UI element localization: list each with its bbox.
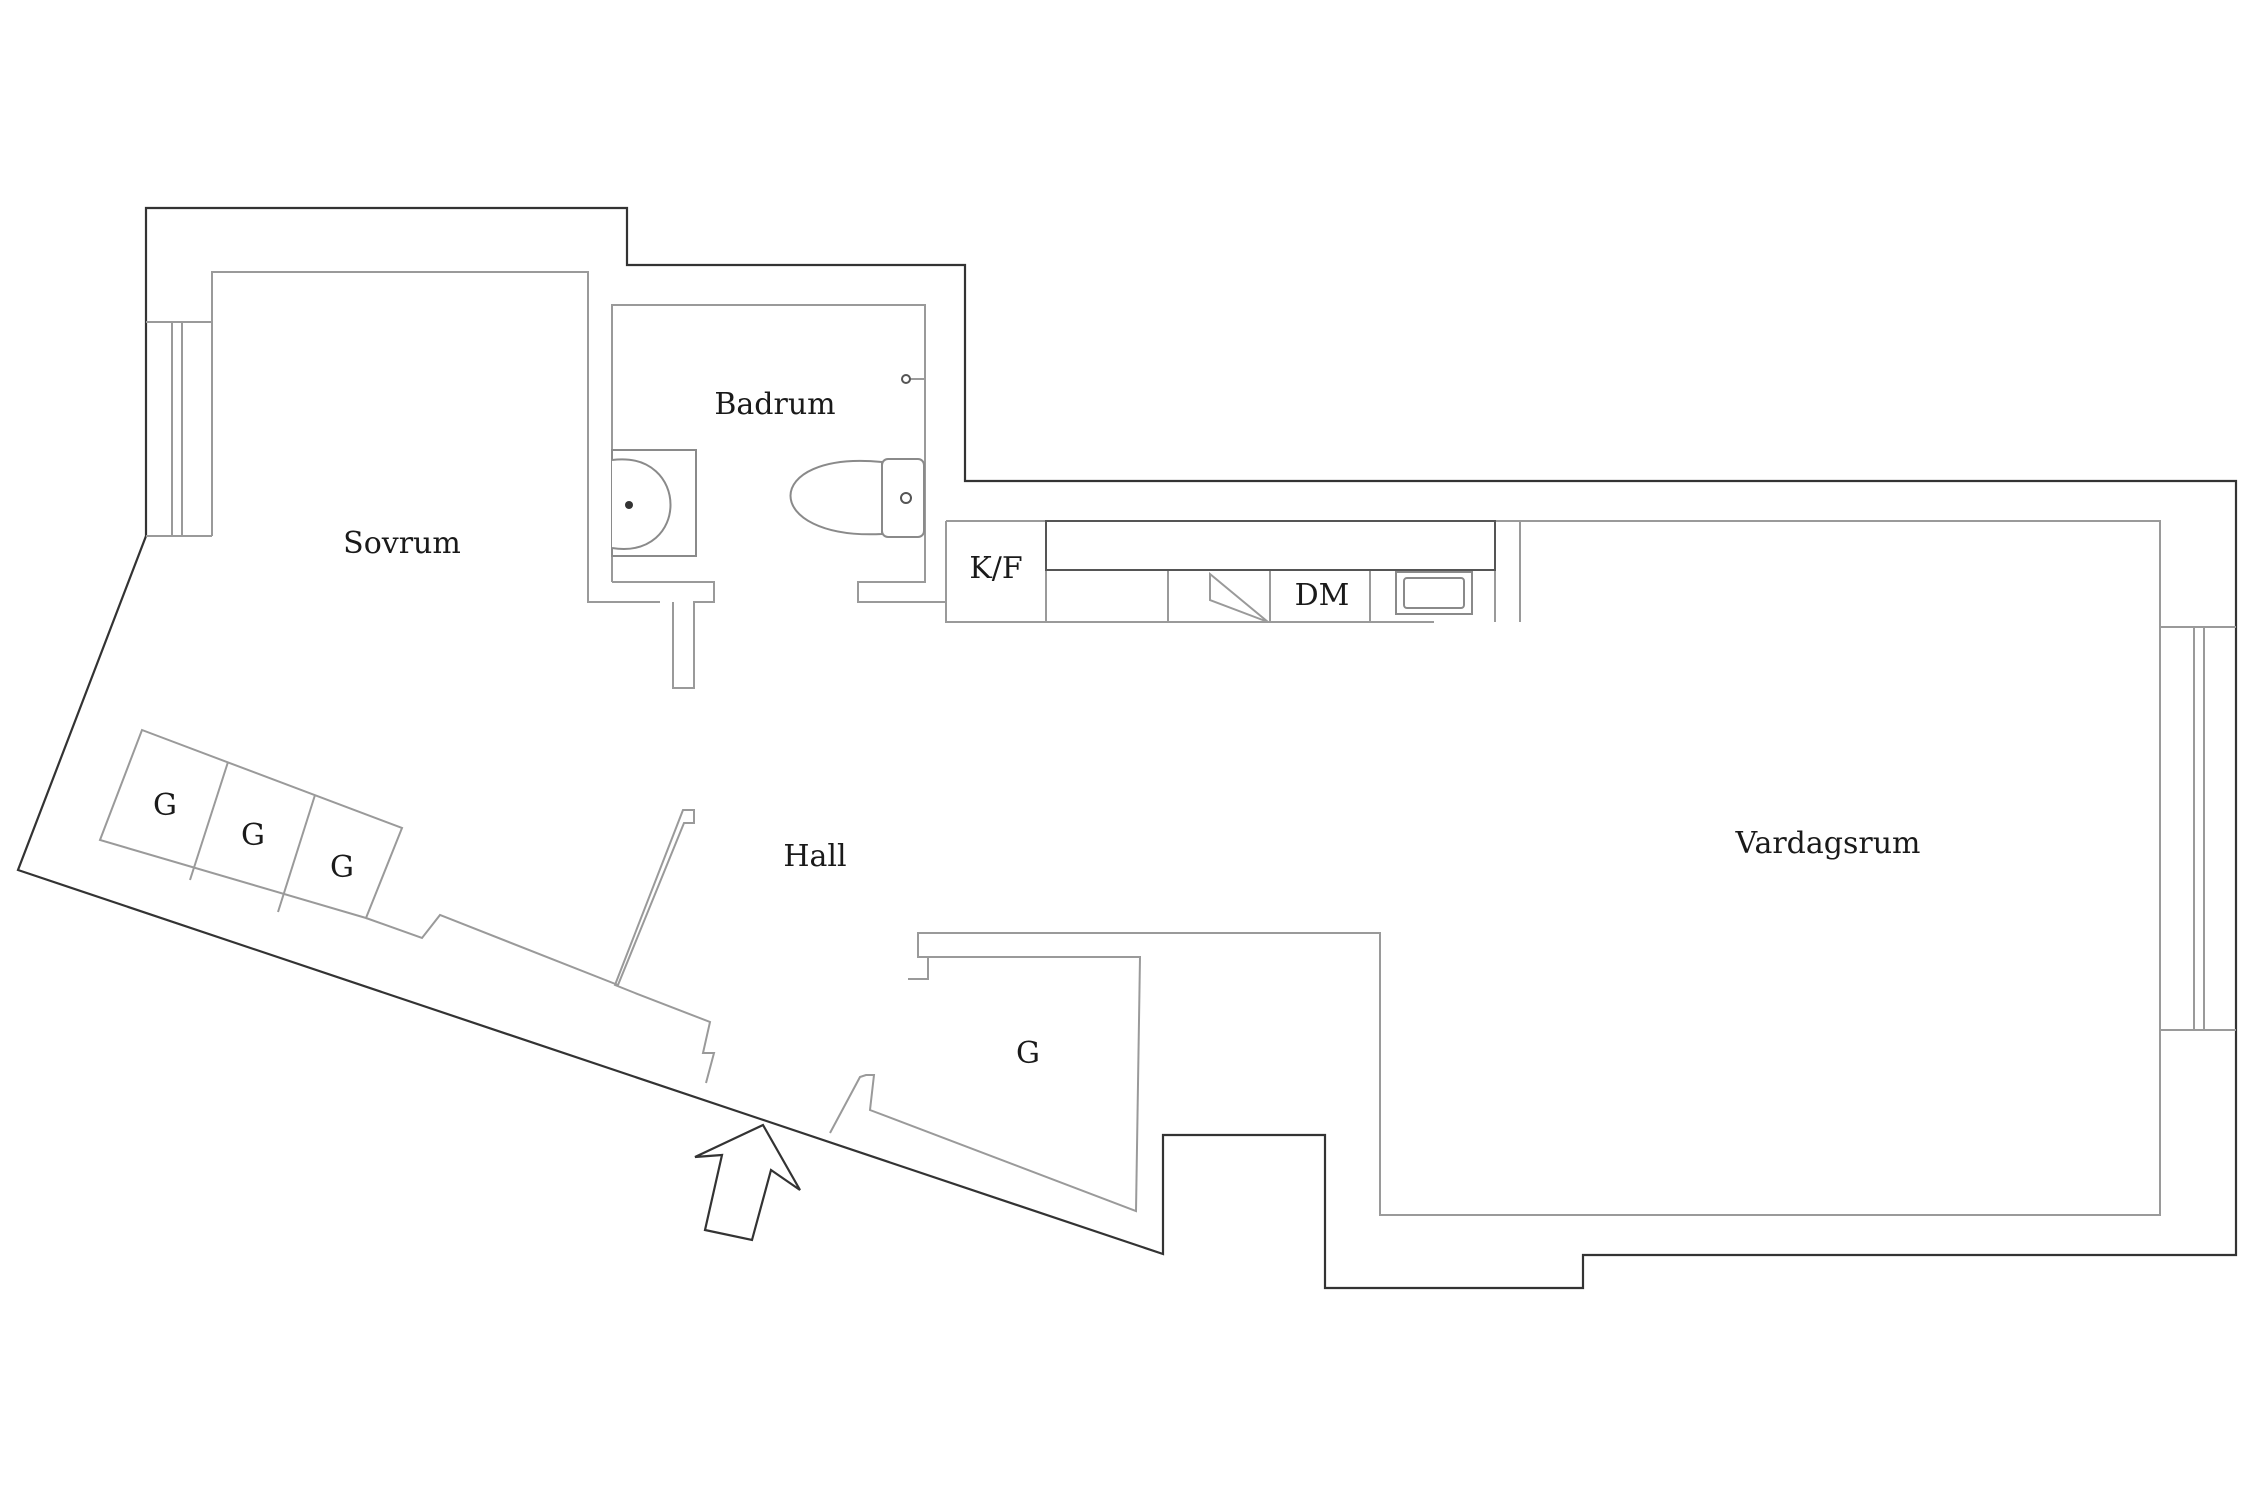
kitchen-sink-icon <box>1395 571 1473 615</box>
window-left <box>146 321 212 537</box>
room-label-sovrum: Sovrum <box>343 526 461 561</box>
hall-wall-right <box>829 956 1142 1213</box>
window-right <box>2160 626 2236 1031</box>
label-wardrobe-2: G <box>241 818 265 853</box>
bathroom-partition <box>612 581 715 689</box>
shower-head-icon <box>901 374 925 384</box>
closet-wall <box>908 957 929 980</box>
room-label-hall: Hall <box>783 839 846 874</box>
bedroom-wall <box>211 271 660 603</box>
entrance-arrow-icon <box>694 1123 801 1242</box>
label-closet: G <box>1016 1036 1040 1071</box>
outer-wall <box>16 206 2238 1290</box>
room-label-badrum: Badrum <box>714 387 835 422</box>
dishwasher-door-icon <box>1209 571 1269 623</box>
bathroom-sink-icon <box>611 449 697 557</box>
hall-wall-left <box>365 809 716 1084</box>
bathroom-wall <box>611 304 1434 623</box>
room-label-vardagsrum: Vardagsrum <box>1735 826 1921 861</box>
label-wardrobe-1: G <box>153 788 177 823</box>
label-dm: DM <box>1295 578 1350 613</box>
kitchen-counter <box>917 520 2161 1216</box>
label-wardrobe-3: G <box>330 850 354 885</box>
toilet-icon <box>789 458 925 538</box>
label-kf: K/F <box>969 551 1022 586</box>
